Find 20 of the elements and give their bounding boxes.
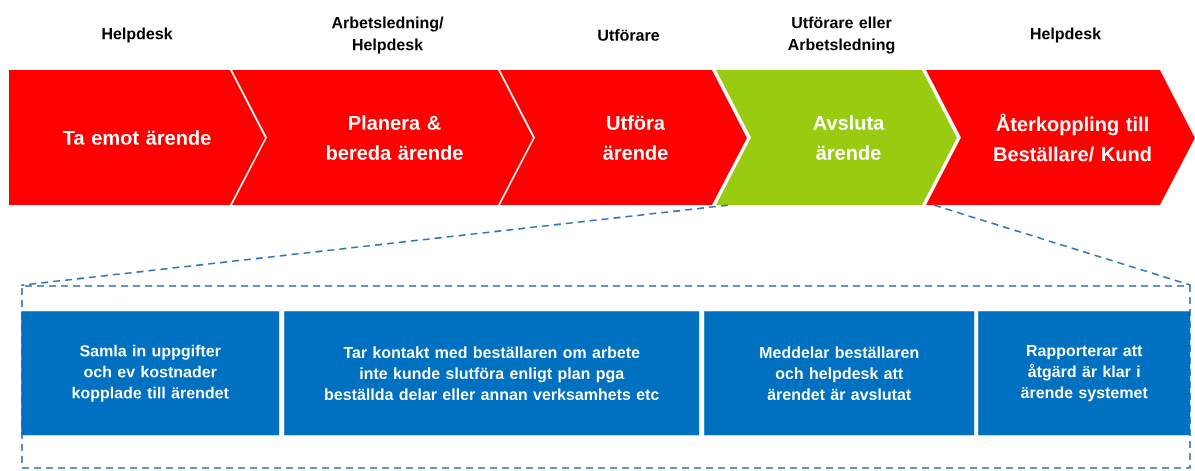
node-label: Planera & bereda ärende [326, 115, 463, 160]
step-box: Samla in uppgifter och ev kostnader kopplade till ärendet [21, 311, 280, 436]
role-label: Utförare [598, 29, 660, 41]
step-box: Rapporterar att åtgärd är klar i ärende systemet [978, 311, 1191, 436]
role-label: Helpdesk [1031, 27, 1102, 43]
dashed-frame [21, 285, 1191, 469]
step-box: Meddelar beställaren och helpdesk att ärendet är avslutat [704, 311, 975, 436]
role-label: Helpdesk [102, 27, 173, 43]
process-step: Ta emot ärende [9, 70, 265, 205]
node-label: Ta emot ärende [62, 130, 211, 145]
role-label: Utförare eller Arbetsledning [788, 16, 895, 54]
process-step: Avsluta ärende [716, 70, 957, 205]
zoom-line [20, 204, 729, 286]
step-box: Tar kontakt med beställaren om arbete inte kunde slutföra enligt plan pga beställda delar eller annan verksamhets etc [284, 311, 700, 436]
zoom-line [933, 204, 1192, 286]
node-label: Utföra ärende [603, 115, 668, 160]
process-step: Planera & bereda ärende [232, 70, 533, 205]
role-label: Arbetsledning/ Helpdesk [331, 16, 444, 54]
process-step: Utföra ärende [500, 70, 747, 205]
process-step: Återkoppling till Beställare/ Kund [926, 70, 1195, 205]
